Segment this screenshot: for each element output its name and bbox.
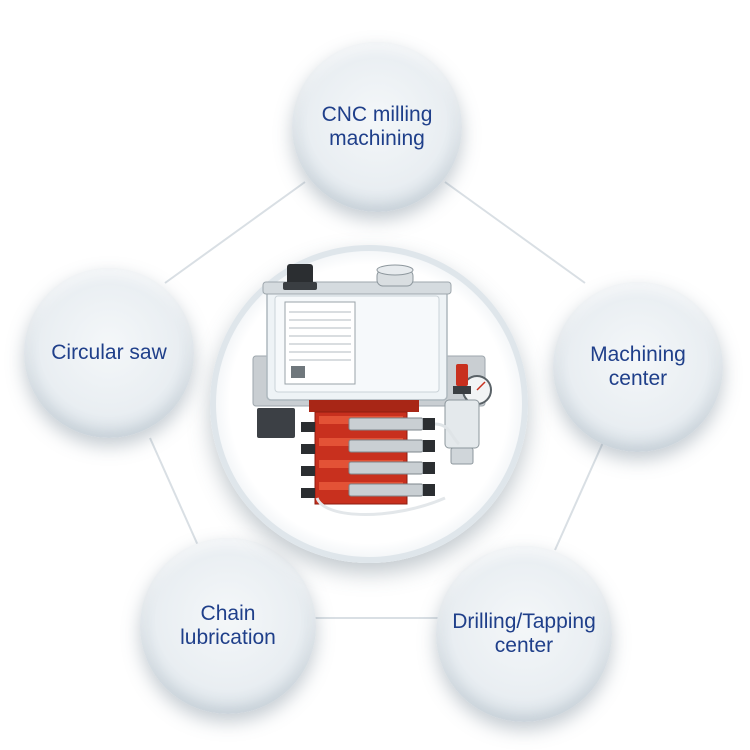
node-machining-center: Machining center: [553, 282, 723, 452]
node-cnc-milling: CNC milling machining: [292, 42, 462, 212]
node-circular-saw: Circular saw: [24, 268, 194, 438]
node-chain-lubrication: Chain lubrication: [140, 538, 316, 714]
link-saw-chain: [149, 437, 201, 551]
node-label: Drilling/Tapping center: [452, 610, 596, 657]
node-label: Machining center: [590, 343, 686, 390]
node-label: Chain lubrication: [180, 602, 276, 649]
node-label: Circular saw: [51, 341, 167, 364]
node-label: CNC milling machining: [321, 103, 433, 150]
link-machining-drilling: [554, 437, 606, 551]
link-cnc-machining: [444, 181, 586, 284]
link-cnc-saw: [164, 181, 306, 284]
node-drilling-tapping: Drilling/Tapping center: [436, 546, 612, 722]
lubrication-pump-device-icon: [252, 264, 492, 516]
